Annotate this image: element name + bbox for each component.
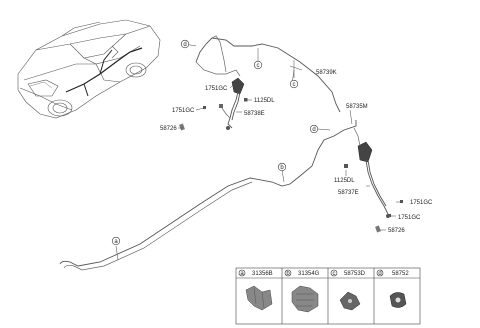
label-1751gc-c: 1751GC — [410, 200, 433, 206]
label-1125dl-a: 1125DL — [254, 98, 275, 104]
svg-text:a: a — [240, 271, 244, 277]
label-1751gc-d: 1751GC — [398, 215, 421, 221]
table-part-d: 58752 — [392, 271, 409, 277]
label-1751gc-a: 1751GC — [205, 86, 228, 92]
part-labels: 58739K 58735M 1751GC 1125DL 1751GC 58738… — [160, 70, 433, 234]
svg-text:d: d — [378, 271, 381, 277]
car-illustration — [17, 19, 161, 119]
table-part-c: 58753D — [344, 271, 366, 277]
callout-a: a — [111, 236, 121, 246]
label-58738e: 58738E — [244, 111, 265, 117]
parts-table: a 31356B b 31354G c 58753D d 58752 — [235, 267, 421, 325]
table-part-b: 31354G — [298, 271, 320, 277]
table-part-a: 31356B — [252, 271, 273, 277]
svg-text:d: d — [183, 42, 186, 48]
brake-pipe-main — [59, 35, 357, 271]
label-58737e: 58737E — [338, 190, 359, 196]
svg-text:c: c — [257, 63, 260, 69]
svg-text:b: b — [280, 165, 284, 171]
callout-c-mid: c — [289, 79, 299, 89]
svg-text:a: a — [114, 239, 118, 245]
callout-b: b — [277, 162, 287, 172]
table-cell-b: b 31354G — [284, 269, 320, 313]
label-1751gc-b: 1751GC — [172, 108, 195, 114]
svg-text:c: c — [293, 82, 296, 88]
svg-text:d: d — [312, 127, 315, 133]
hose-assembly-right — [344, 127, 403, 233]
table-cell-a: a 31356B — [238, 269, 273, 311]
hose-assembly-left — [179, 77, 248, 131]
label-58726-a: 58726 — [160, 126, 177, 132]
callouts: d c c d b a — [111, 39, 319, 246]
label-58726-b: 58726 — [388, 228, 405, 234]
callout-d-mid: d — [309, 124, 319, 134]
callout-c-top: c — [253, 60, 263, 70]
label-1125dl-b: 1125DL — [334, 178, 355, 184]
table-cell-c: c 58753D — [330, 269, 366, 311]
svg-text:c: c — [333, 271, 336, 277]
table-cell-d: d 58752 — [376, 269, 409, 308]
label-58739k: 58739K — [316, 70, 337, 76]
callout-d-top: d — [180, 39, 190, 49]
label-58735m: 58735M — [346, 104, 368, 110]
svg-text:b: b — [286, 271, 290, 277]
